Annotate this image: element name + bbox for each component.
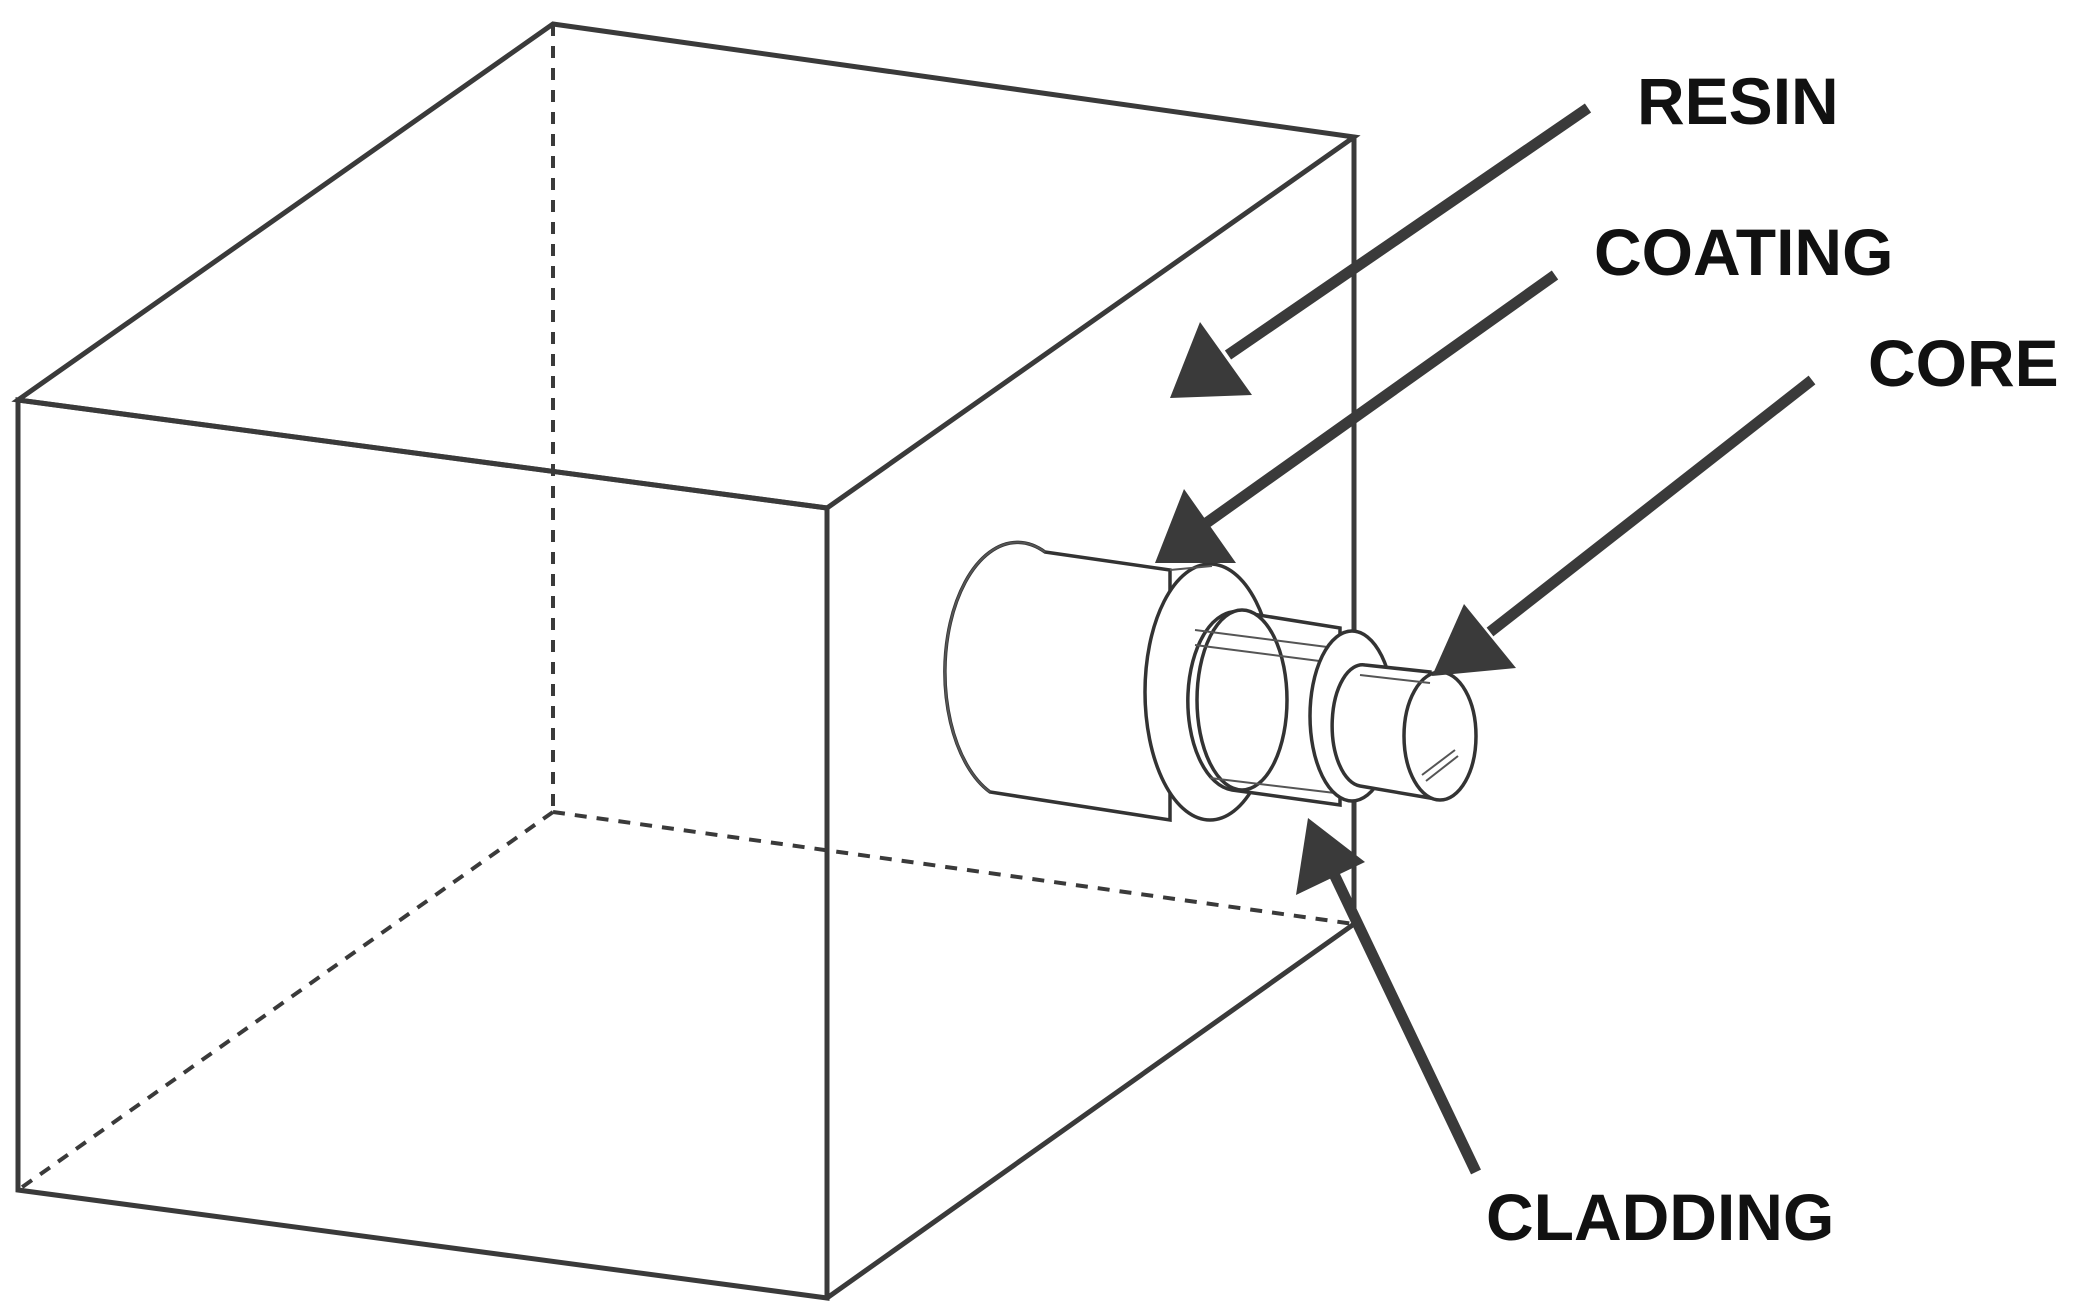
resin-label: RESIN	[1637, 64, 1839, 138]
core-layer	[1330, 663, 1478, 802]
core-label: CORE	[1868, 326, 2059, 400]
cube-hidden-bottom-back-edge	[552, 810, 1355, 926]
cube-top-face	[11, 21, 1361, 511]
cladding-arrow	[1296, 818, 1481, 1175]
cladding-label: CLADDING	[1486, 1180, 1834, 1254]
core-arrow	[1432, 375, 1816, 676]
cube-front-face	[15, 397, 830, 1301]
coating-label: COATING	[1594, 215, 1893, 289]
cube-hidden-bottom-left-edge	[16, 810, 555, 1192]
coating-arrow	[1155, 270, 1559, 563]
optical-fiber	[943, 540, 1478, 823]
resin-arrow	[1170, 103, 1592, 398]
